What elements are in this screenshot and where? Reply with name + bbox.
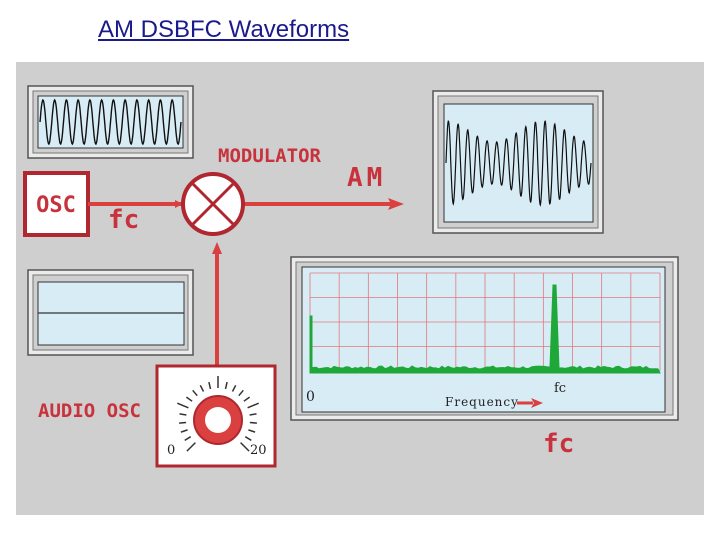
dial-tick	[249, 421, 257, 424]
spectrum-peak-label: fc	[554, 381, 566, 396]
fc-label: fc	[108, 205, 139, 235]
carrier-arrow	[175, 200, 183, 208]
am-waveform	[445, 120, 592, 207]
osc-block: OSC	[23, 171, 90, 237]
frequency-arrow	[531, 398, 543, 408]
am-label: AM	[347, 163, 386, 193]
dial-ticks	[177, 376, 259, 452]
dial-tick	[249, 413, 257, 416]
dial-min-label: 0	[167, 443, 175, 458]
dial-tick	[238, 389, 244, 397]
osc-label: OSC	[36, 193, 76, 218]
modulator-mixer	[181, 172, 245, 236]
dial-tick	[179, 421, 187, 424]
dial-tick	[177, 402, 189, 409]
spectrum-analyzer: 0 Frequency fc	[290, 256, 679, 421]
fc-bottom-label: fc	[543, 429, 574, 459]
dial-tick	[224, 381, 228, 390]
spectrum-screen	[301, 266, 666, 413]
modulator-label: MODULATOR	[218, 145, 322, 167]
dial-tick	[243, 396, 251, 402]
slide-title: AM DSBFC Waveforms	[98, 16, 350, 43]
audio-arrow	[212, 242, 222, 254]
am-output-arrow	[388, 198, 404, 210]
audio-osc-label: AUDIO OSC	[38, 400, 141, 422]
carrier-waveform	[39, 98, 182, 146]
dial-max-label: 20	[250, 443, 267, 458]
dial-tick	[185, 396, 193, 402]
dial-tick	[208, 381, 212, 390]
dial-tick	[244, 436, 252, 442]
frequency-axis-label: Frequency	[445, 395, 519, 409]
carrier-scope	[27, 85, 194, 159]
dial-tick	[179, 413, 187, 416]
dial-tick	[247, 402, 259, 409]
dial-tick	[180, 429, 188, 433]
dial-tick	[248, 429, 256, 433]
spectrum-zero-label: 0	[306, 389, 315, 405]
audio-osc-block: 0 20	[155, 364, 277, 468]
dial-tick	[184, 436, 192, 442]
dial-tick	[192, 389, 198, 397]
spectrum-trace	[309, 284, 661, 374]
dial-tick	[186, 442, 196, 452]
dial-tick	[199, 384, 205, 392]
dial-tick	[231, 384, 237, 392]
audio-scope	[27, 269, 194, 356]
dial-tick	[240, 442, 250, 452]
am-scope	[432, 90, 604, 234]
